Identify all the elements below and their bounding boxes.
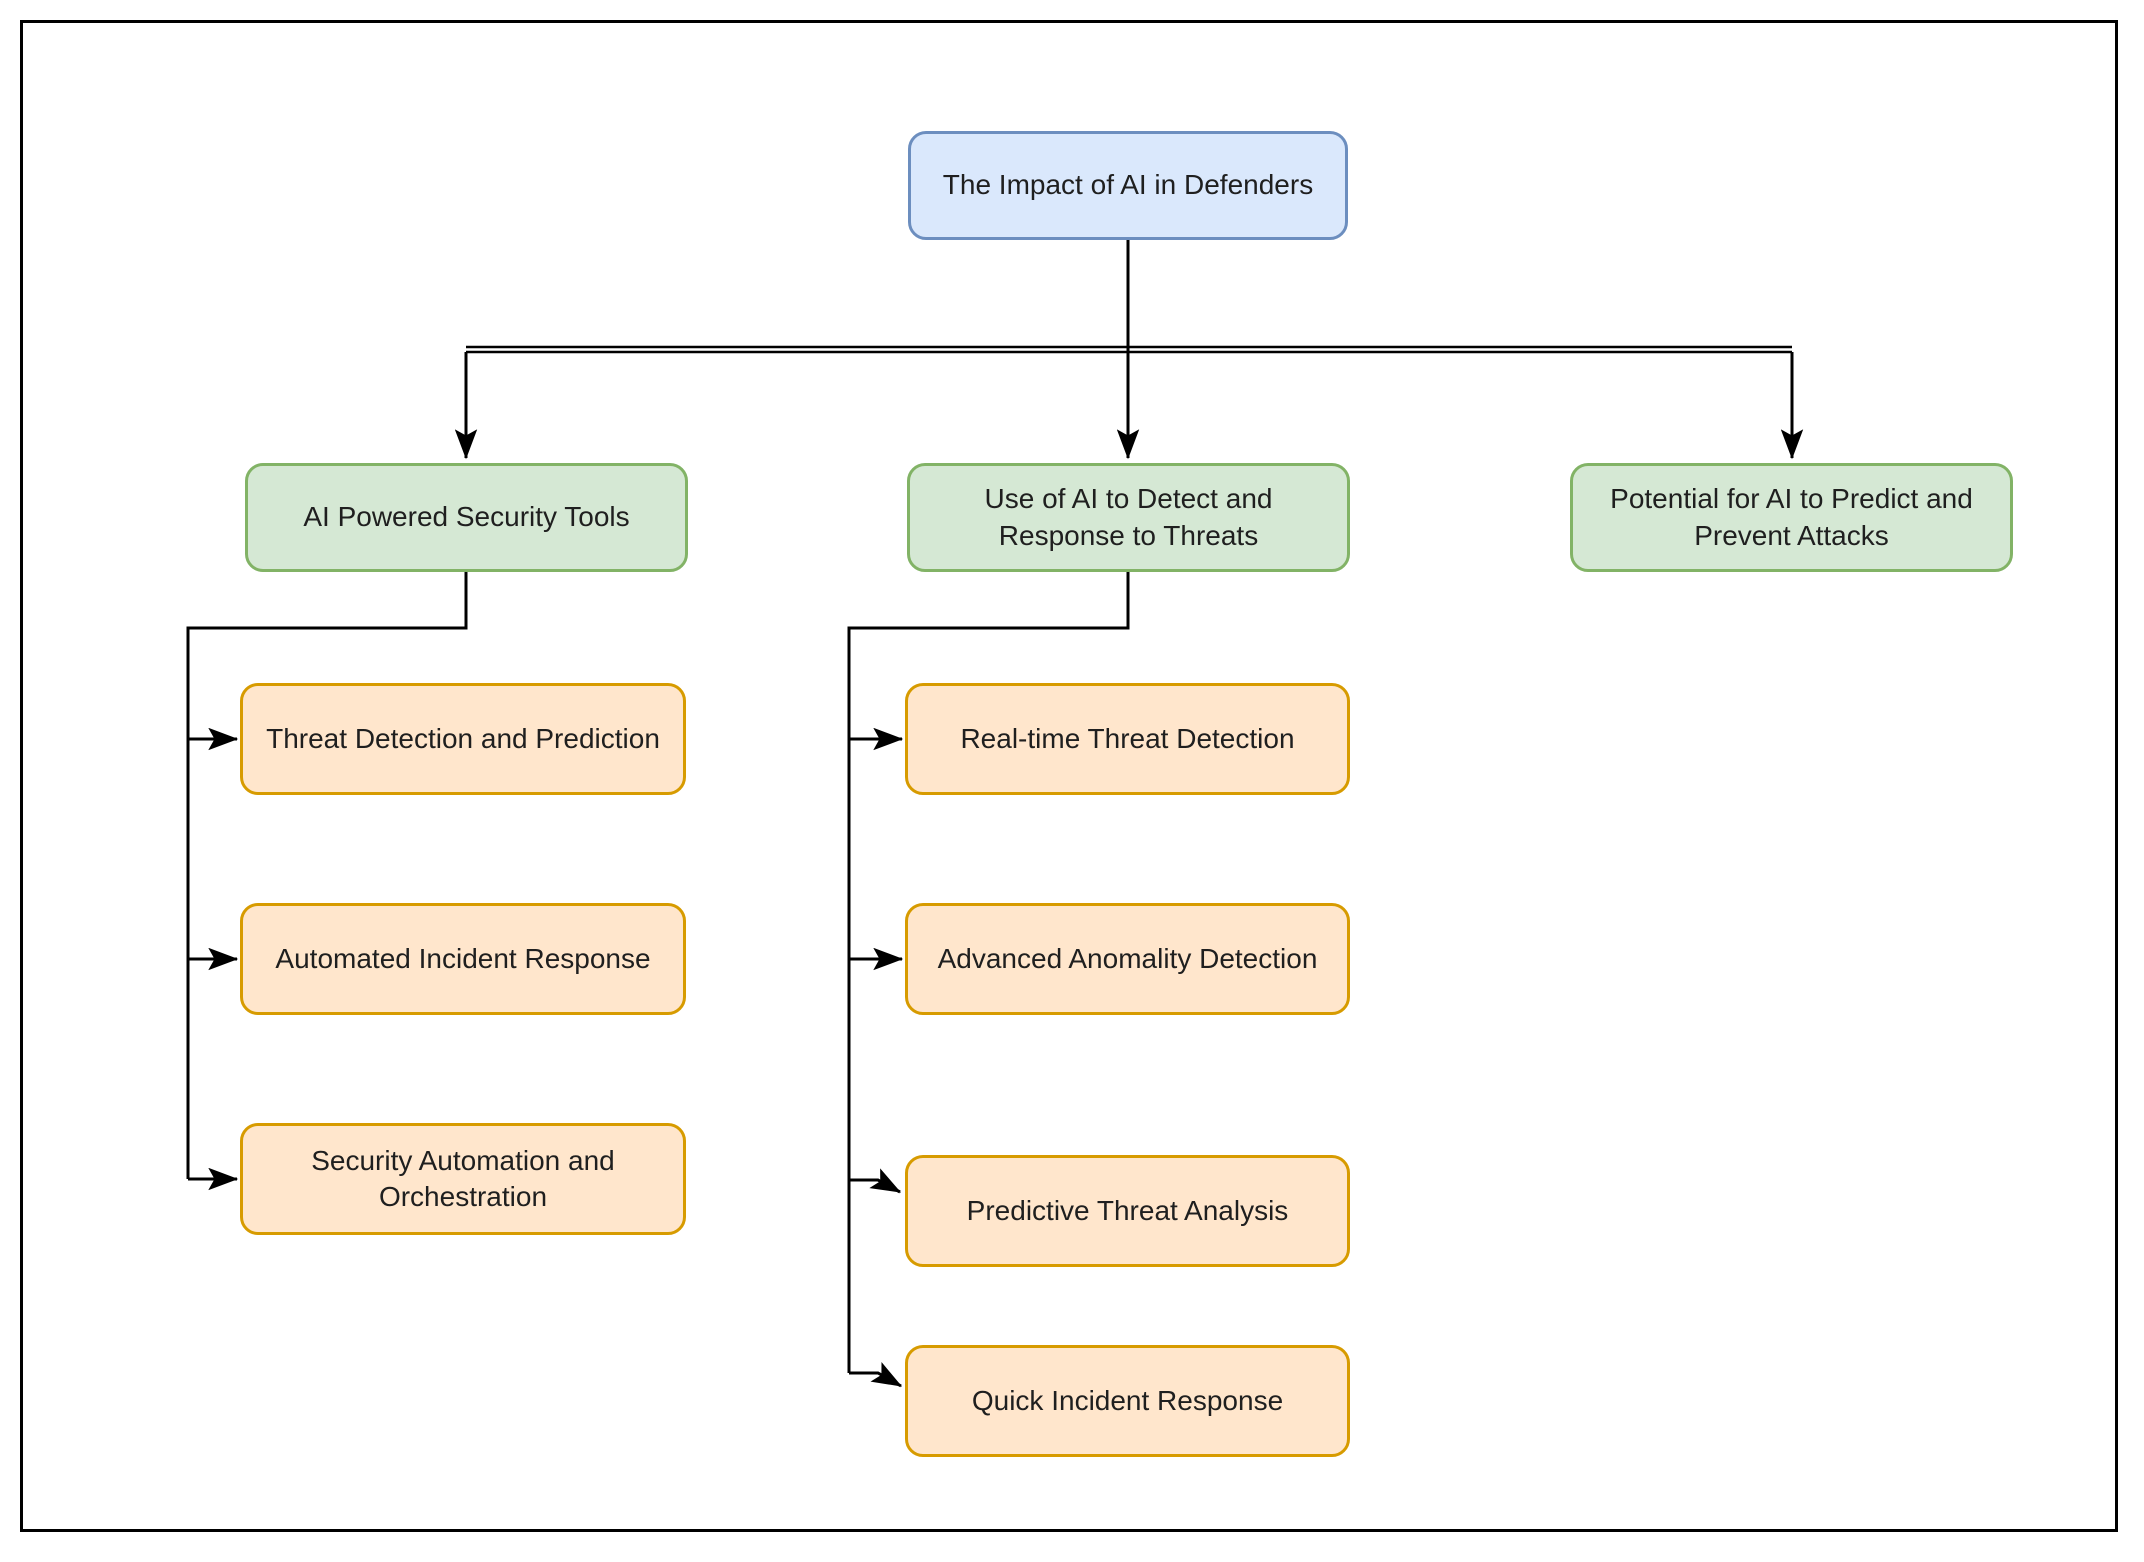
connector-branch-2-child-4	[849, 1362, 903, 1388]
diagram-border	[20, 20, 2118, 1532]
node-branch-potential-predict-prevent: Potential for AI to Predict and Prevent …	[1570, 463, 2013, 572]
connector-branch-2-spine	[847, 572, 1130, 1373]
node-leaf-automated-incident-response: Automated Incident Response	[240, 903, 686, 1015]
node-leaf-label: Advanced Anomality Detection	[937, 942, 1318, 974]
node-branch-label: Use of AI to Detect and Response to Thre…	[984, 483, 1273, 551]
node-branch-label: Potential for AI to Predict and Prevent …	[1610, 483, 1973, 551]
node-branch-use-of-ai-detect-response: Use of AI to Detect and Response to Thre…	[907, 463, 1350, 572]
node-leaf-threat-detection-prediction: Threat Detection and Prediction	[240, 683, 686, 795]
node-branch-label: AI Powered Security Tools	[303, 501, 630, 533]
node-root: The Impact of AI in Defenders	[908, 131, 1348, 240]
node-leaf-label: Threat Detection and Prediction	[266, 722, 660, 754]
node-leaf-security-automation-orchestration: Security Automation and Orchestration	[240, 1123, 686, 1235]
node-leaf-advanced-anomality-detection: Advanced Anomality Detection	[905, 903, 1350, 1015]
connector-branch-2-child-3	[849, 1168, 902, 1194]
node-leaf-label: Automated Incident Response	[275, 942, 651, 974]
node-leaf-label: Predictive Threat Analysis	[966, 1194, 1289, 1226]
node-leaf-label: Real-time Threat Detection	[960, 722, 1295, 754]
node-leaf-label: Quick Incident Response	[971, 1384, 1284, 1416]
node-root-label: The Impact of AI in Defenders	[942, 169, 1314, 201]
node-leaf-label: Security Automation and Orchestration	[311, 1144, 615, 1212]
connector-branch-1-spine	[186, 572, 468, 1179]
node-branch-ai-powered-security-tools: AI Powered Security Tools	[245, 463, 688, 572]
node-leaf-real-time-threat-detection: Real-time Threat Detection	[905, 683, 1350, 795]
node-leaf-quick-incident-response: Quick Incident Response	[905, 1345, 1350, 1457]
node-leaf-predictive-threat-analysis: Predictive Threat Analysis	[905, 1155, 1350, 1267]
